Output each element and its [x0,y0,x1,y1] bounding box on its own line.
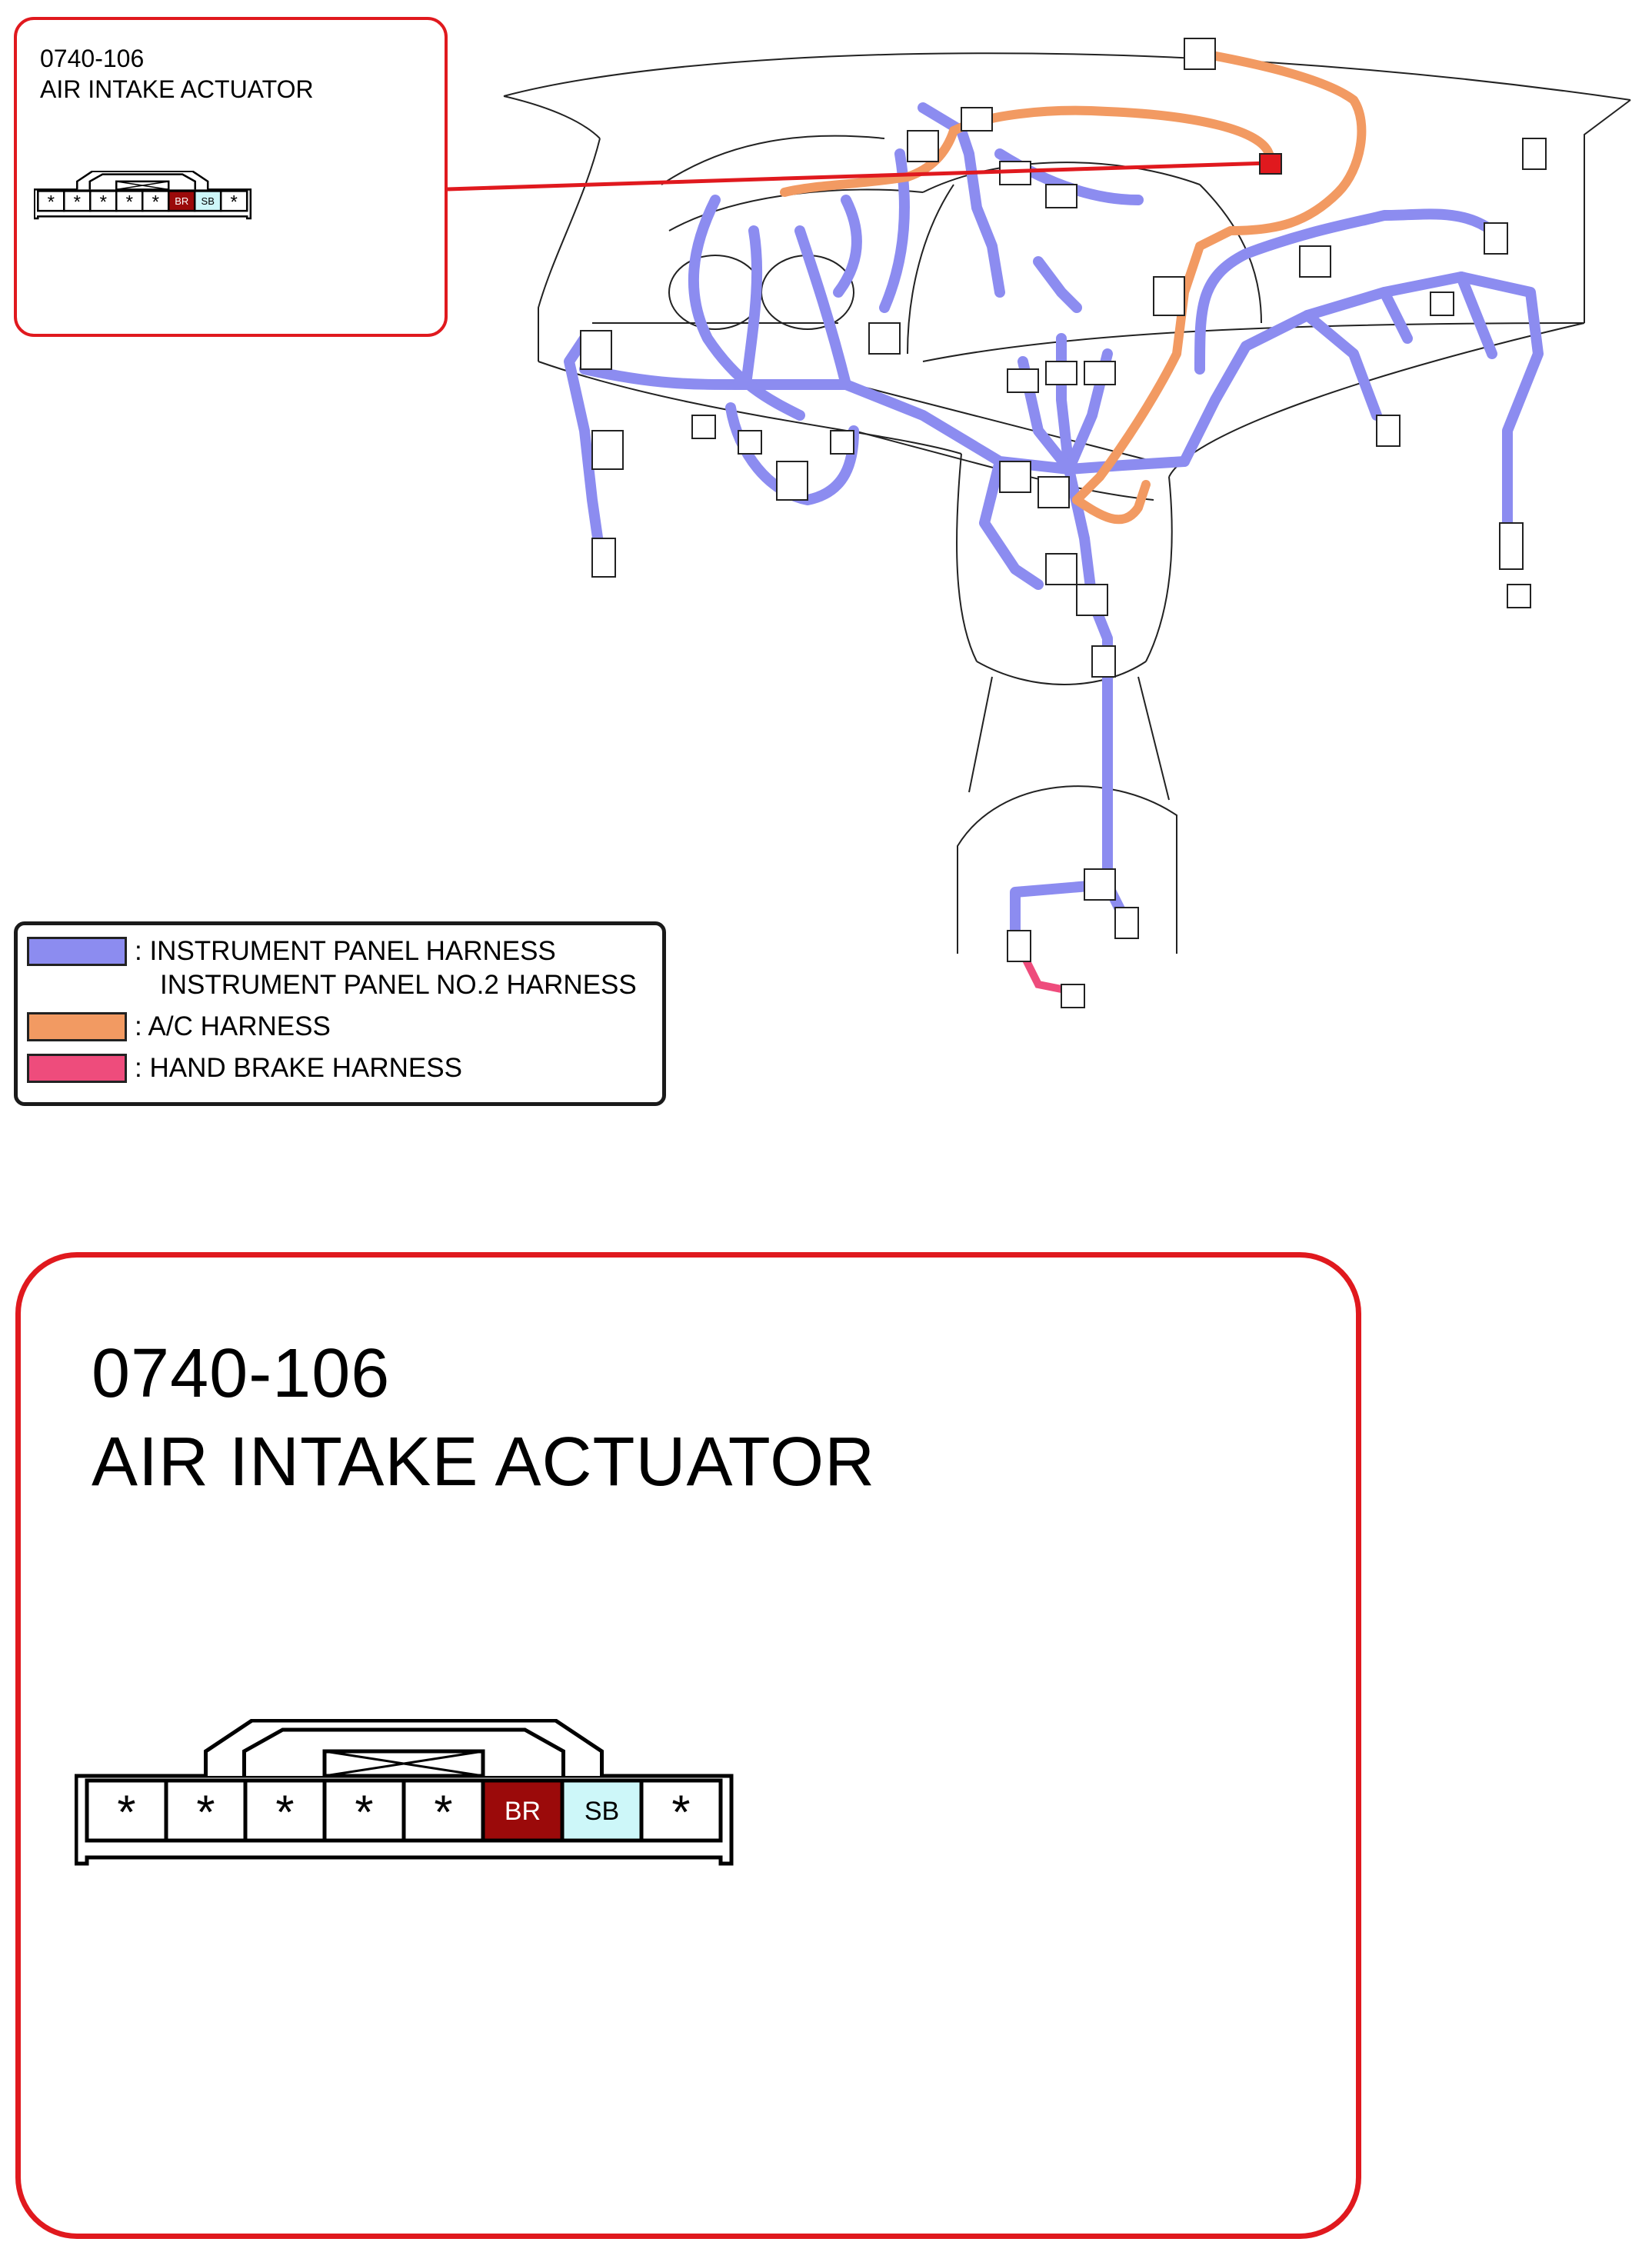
connector-pin [219,190,248,212]
callout-leader-line [447,161,1270,192]
connector-pin [193,190,222,212]
legend-label: : HAND BRAKE HARNESS [135,1053,462,1083]
connector-latch-inner [242,1727,565,1776]
connector-name: AIR INTAKE ACTUATOR [40,75,314,103]
connector-key-cross [324,1750,484,1777]
connector-key-cross [116,181,169,191]
connector-pin-label: * [100,192,107,212]
harness-layout-drawing [447,38,1631,1008]
connector-code: 0740-106 [92,1335,391,1412]
legend-item-instrument-panel-no2: INSTRUMENT PANEL NO.2 HARNESS [160,968,637,1002]
connector-pin-label: * [434,1787,452,1840]
air-intake-actuator-connector-marker [1259,153,1282,175]
connector-latch [76,171,209,190]
connector-pin-label: * [117,1787,135,1840]
legend-item-ac: : A/C HARNESS [27,1010,331,1044]
legend-label: INSTRUMENT PANEL NO.2 HARNESS [160,970,637,1000]
connector-code: 0740-106 [40,45,145,72]
connector-pin-label: * [48,192,55,212]
connector-callout-small: 0740-106 AIR INTAKE ACTUATOR * * * * * BR SB * [14,17,448,337]
connector-pin-label: SB [585,1797,619,1826]
connector-pin-label: BR [505,1797,541,1826]
connector-pin-label: * [74,192,81,212]
connector-callout-large: 0740-106 AIR INTAKE ACTUATOR * * * * * BR SB * [15,1252,1361,2239]
connector-pin [37,190,65,212]
legend-swatch-blue [27,937,127,966]
connector-pin-label: * [275,1787,294,1840]
legend-label: : INSTRUMENT PANEL HARNESS [135,936,556,966]
connector-pin [115,190,144,212]
connector-latch [204,1719,604,1776]
legend-item-hand-brake: : HAND BRAKE HARNESS [27,1051,462,1085]
legend-swatch-pink [27,1054,127,1083]
connector-pin-label: * [196,1787,215,1840]
connector-pin-label: BR [175,195,188,207]
connector-pin [141,190,170,212]
connector-pin-label: * [152,192,159,212]
connector-pin-label: * [355,1787,373,1840]
legend-label: : A/C HARNESS [135,1011,331,1041]
connector-name: AIR INTAKE ACTUATOR [92,1424,876,1501]
harness-connectors [580,38,1547,1008]
legend-item-instrument-panel: : INSTRUMENT PANEL HARNESS [27,934,556,968]
connector-face-large: * * * * * BR SB * [75,1719,734,1866]
connector-pin [164,1778,248,1843]
connector-pin [89,190,118,212]
instrument-panel-harness [564,102,1544,944]
connector-pin [560,1778,644,1843]
connector-face-small: * * * * * BR SB * [34,171,252,220]
connector-pin-label: * [231,192,238,212]
connector-pin-label: * [126,192,133,212]
legend-swatch-orange [27,1012,127,1041]
connector-pin [401,1778,485,1843]
connector-pin-label: * [671,1787,690,1840]
connector-pin-label: SB [202,195,215,207]
harness-legend: : INSTRUMENT PANEL HARNESS INSTRUMENT PA… [14,921,666,1106]
connector-pin [639,1778,723,1843]
connector-latch-inner [88,173,196,190]
ac-harness [780,49,1367,525]
